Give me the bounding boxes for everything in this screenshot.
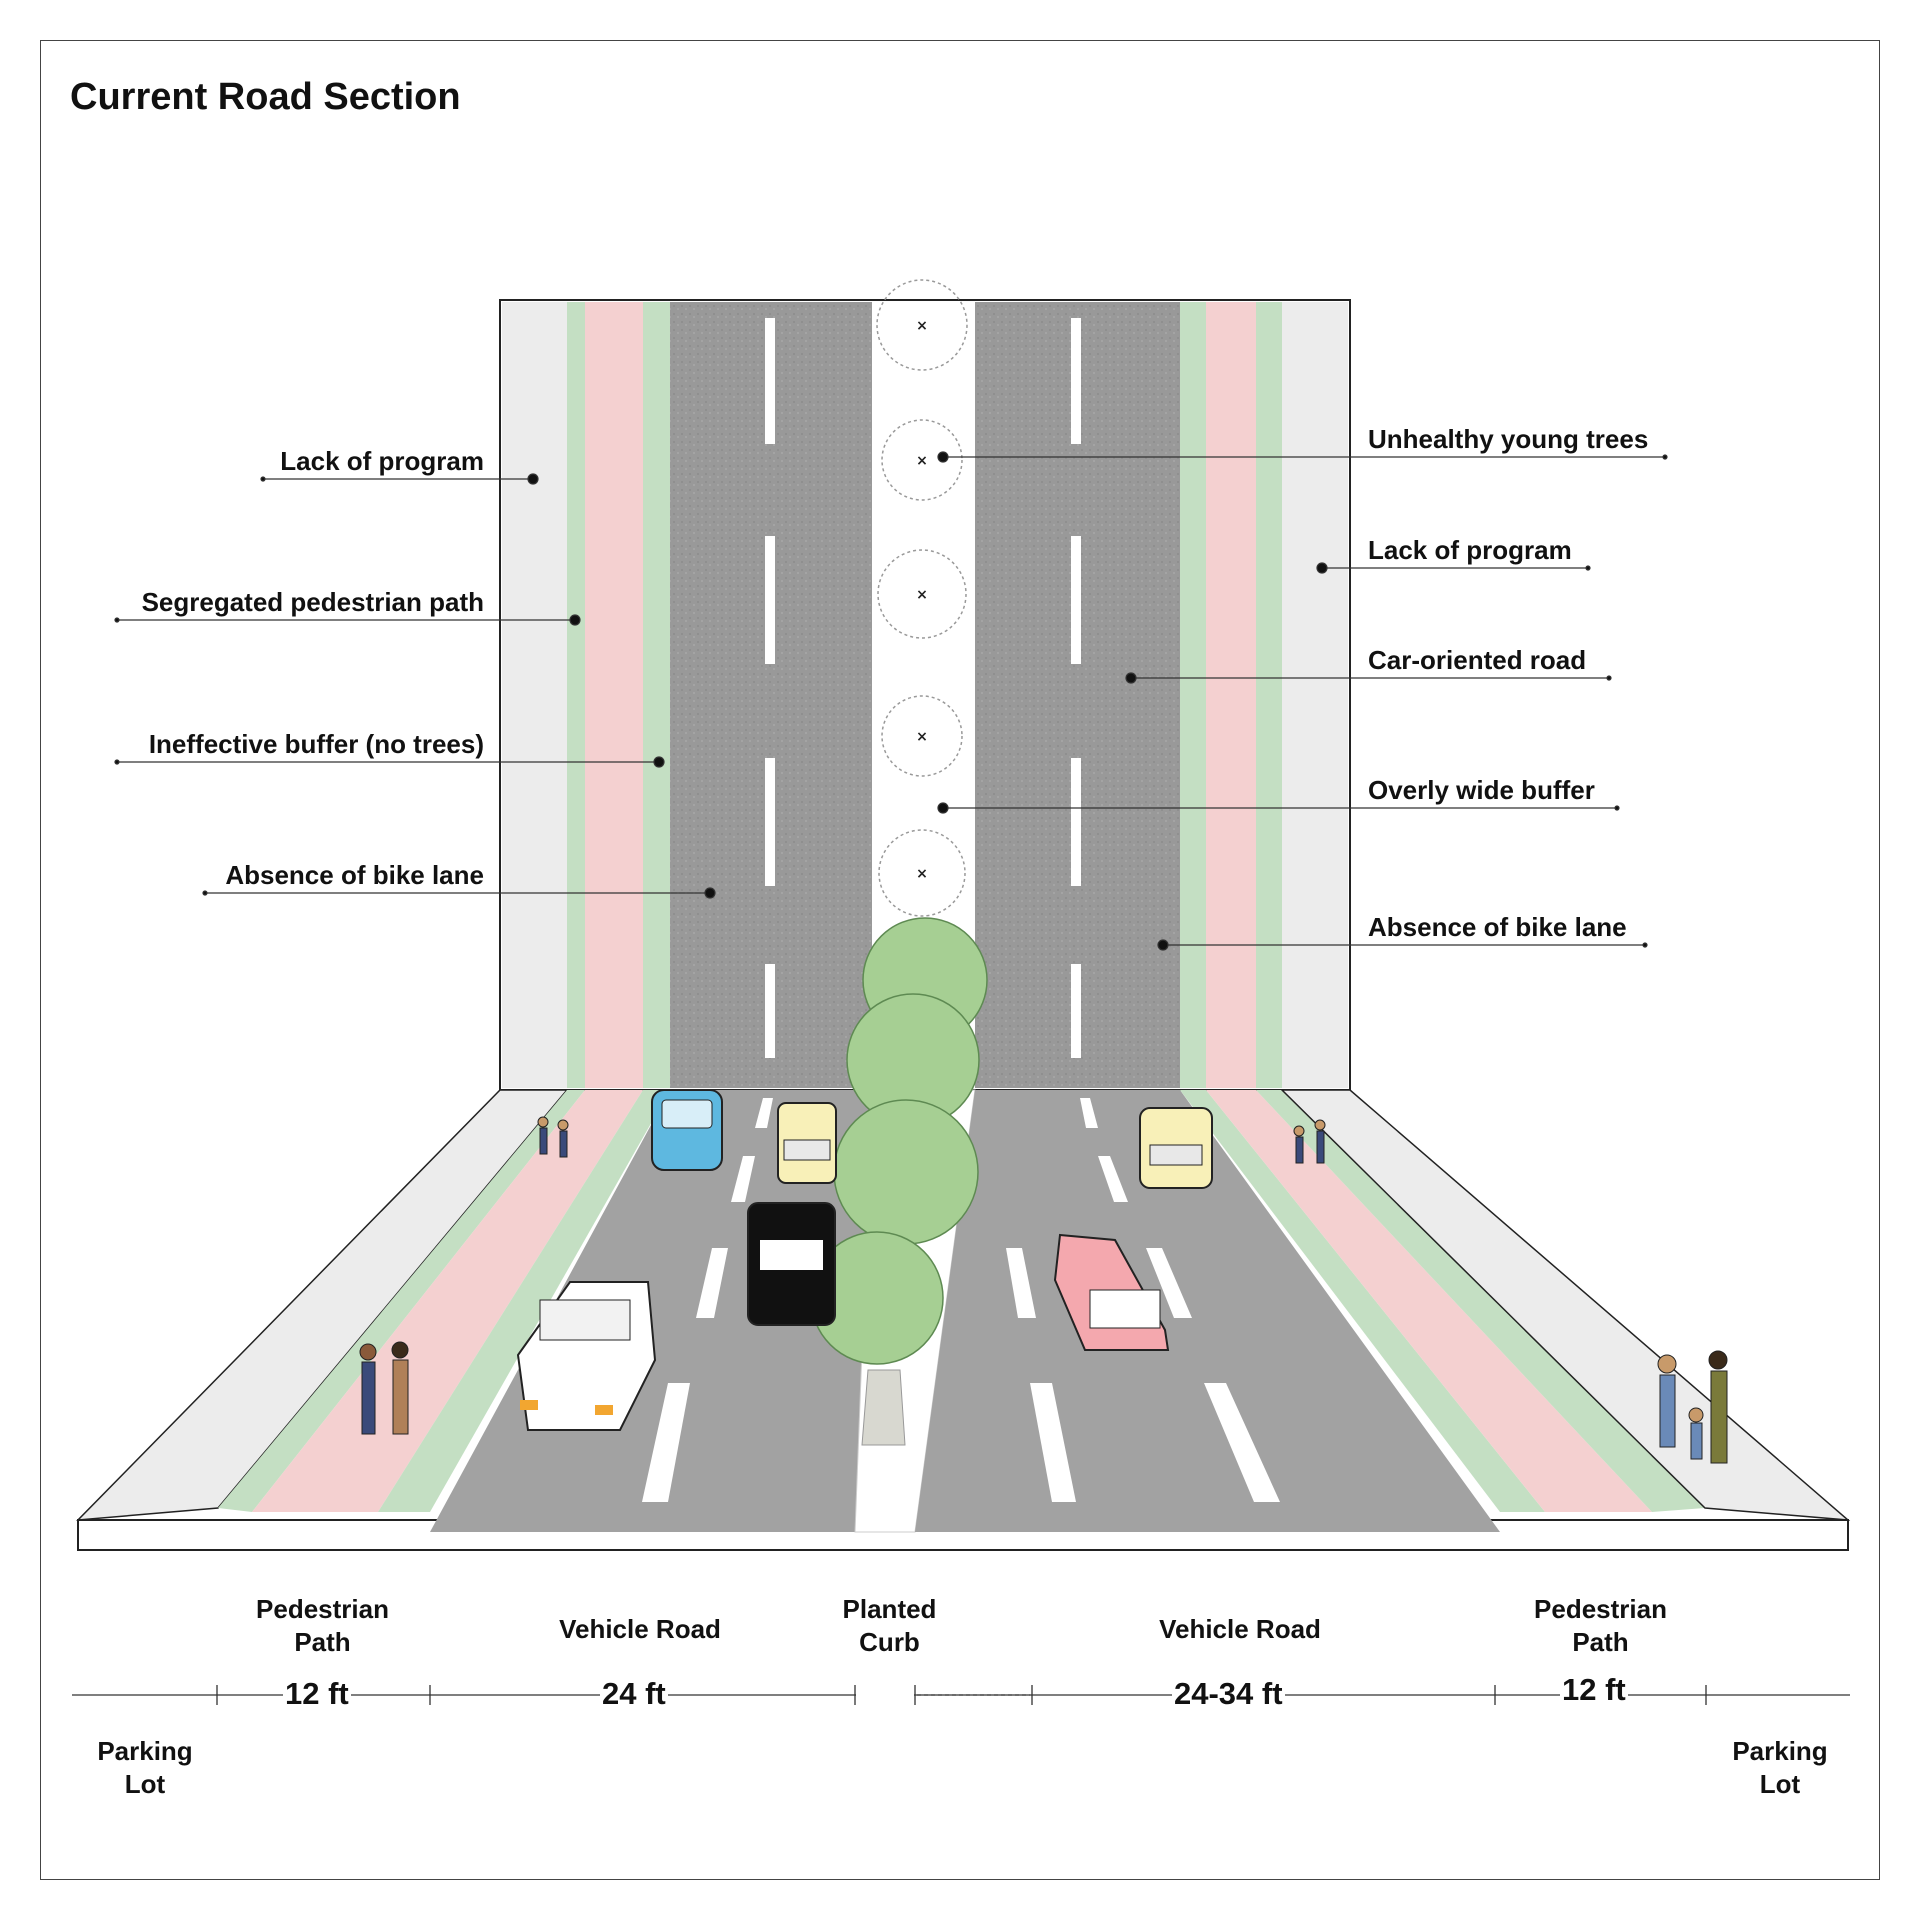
dimension-vehicle-right: 24-34 ft	[1172, 1676, 1285, 1712]
label-vehicle-road-left: Vehicle Road	[559, 1614, 721, 1644]
car-black	[747, 1202, 836, 1326]
annotation-car-oriented-road: Car-oriented road	[1368, 645, 1587, 675]
lane-dashes	[765, 318, 1081, 1058]
annotation-absence-bike-lane-right: Absence of bike lane	[1368, 912, 1627, 942]
tree-icon	[810, 917, 988, 1446]
pedestrian-icon	[359, 1116, 1728, 1464]
buffer-left-outer-ground	[218, 1090, 585, 1512]
buffer-right-inner-ground	[1180, 1090, 1545, 1512]
diagram-frame	[40, 40, 1880, 1880]
label-parking-lot-left: Parking Lot	[97, 1736, 193, 1799]
svg-text:×: ×	[916, 318, 928, 334]
tree-position-markers	[876, 279, 968, 917]
road-right-ground	[915, 1090, 1500, 1532]
svg-text:×: ×	[916, 729, 928, 745]
label-pedestrian-path-right: Pedestrian Path	[1534, 1594, 1667, 1657]
annotation-absence-bike-lane-left: Absence of bike lane	[225, 860, 484, 890]
diagram-title: Current Road Section	[70, 76, 461, 118]
label-pedestrian-path-left: Pedestrian Path	[256, 1594, 389, 1657]
buffer-right-outer	[1256, 302, 1282, 1088]
elevation-wall: × × × × ×	[499, 279, 1351, 1091]
label-planted-curb: Planted Curb	[842, 1594, 937, 1657]
path-left-ground	[252, 1090, 643, 1512]
label-parking-lot-right: Parking Lot	[1732, 1736, 1828, 1799]
path-left-strip	[585, 302, 643, 1088]
buffer-left-inner-ground	[378, 1090, 670, 1512]
label-vehicle-road-right: Vehicle Road	[1159, 1614, 1321, 1644]
dimension-vehicle-left: 24 ft	[600, 1676, 668, 1712]
car-icon	[516, 1089, 1213, 1431]
car-pink	[1053, 1233, 1170, 1351]
sidewalk-left-strip	[502, 302, 567, 1088]
car-yellow-left	[777, 1102, 837, 1184]
svg-text:×: ×	[916, 866, 928, 882]
dimension-ped-left: 12 ft	[283, 1676, 351, 1712]
buffer-left-outer	[567, 302, 585, 1088]
buffer-right-outer-ground	[1256, 1090, 1705, 1512]
buffer-left-inner	[643, 302, 670, 1088]
annotation-leader-lines	[114, 451, 1668, 951]
dimension-ped-right: 12 ft	[1560, 1672, 1628, 1708]
annotation-segregated-pedestrian-path: Segregated pedestrian path	[141, 587, 484, 617]
svg-text:×: ×	[916, 453, 928, 469]
perspective-lane-dashes	[642, 1098, 1280, 1502]
path-right-strip	[1206, 302, 1256, 1088]
car-blue	[651, 1089, 723, 1171]
svg-text:×: ×	[916, 587, 928, 603]
annotation-unhealthy-young-trees: Unhealthy young trees	[1368, 424, 1649, 454]
perspective-ground	[76, 1089, 1851, 1551]
sidewalk-right-ground	[1280, 1089, 1851, 1521]
car-white	[516, 1281, 657, 1431]
annotation-lack-of-program-right: Lack of program	[1368, 535, 1572, 565]
annotation-overly-wide-buffer: Overly wide buffer	[1368, 775, 1595, 805]
annotation-ineffective-buffer: Ineffective buffer (no trees)	[148, 729, 484, 759]
path-right-ground	[1206, 1090, 1652, 1512]
buffer-right-inner	[1180, 302, 1206, 1088]
car-yellow-right	[1139, 1107, 1213, 1189]
sidewalk-right-strip	[1282, 302, 1348, 1088]
annotation-lack-of-program-left: Lack of program	[280, 446, 484, 476]
